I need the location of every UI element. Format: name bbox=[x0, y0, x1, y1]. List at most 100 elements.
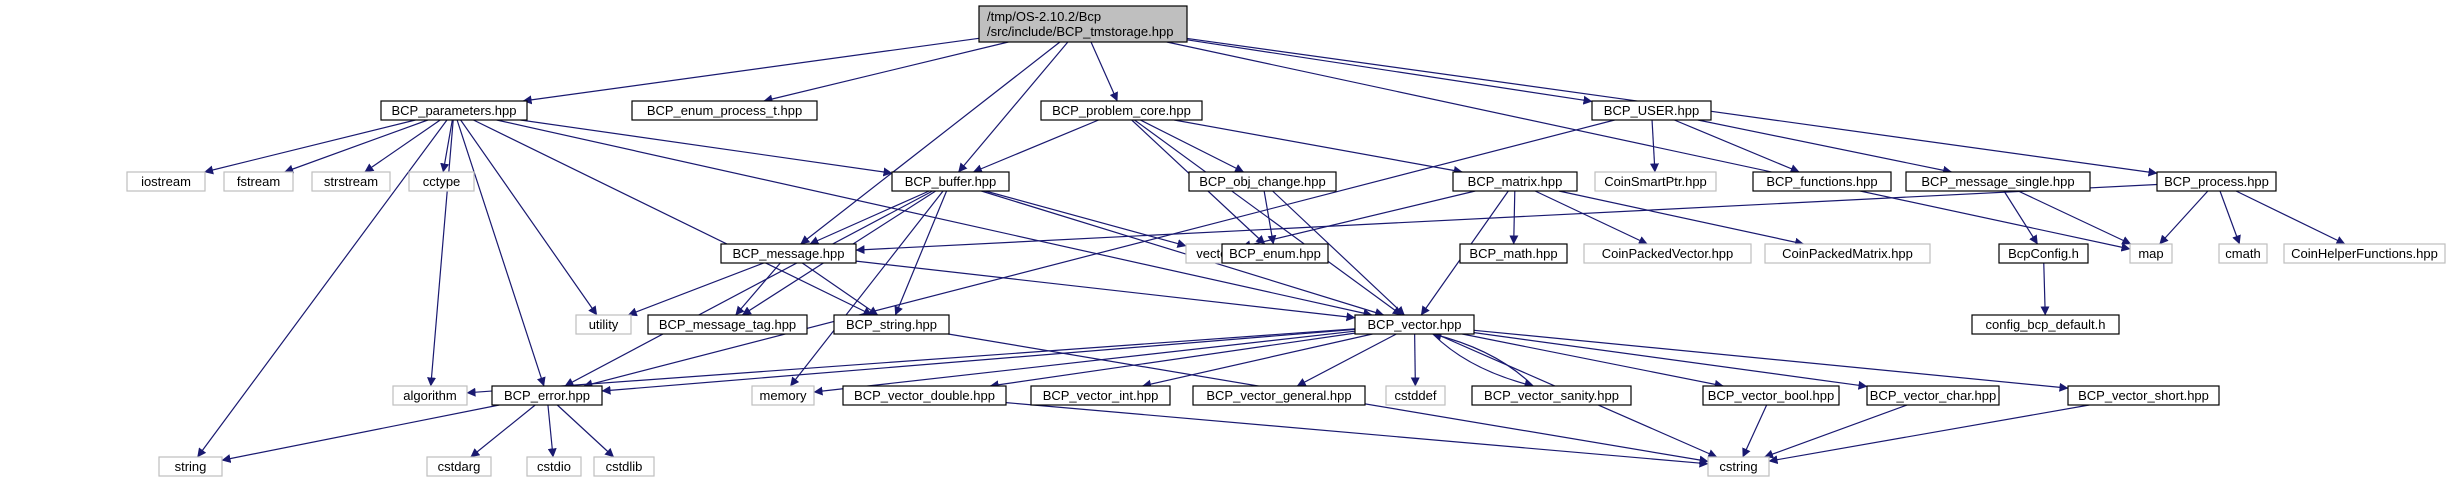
edge-tmstorage-to-problem_core bbox=[1090, 41, 1118, 102]
node-parameters[interactable]: BCP_parameters.hpp bbox=[380, 100, 528, 121]
edge-vector_short-to-cstring bbox=[1768, 404, 2090, 465]
edge-vector_hpp-to-cstddef bbox=[1410, 333, 1420, 387]
node-functions[interactable]: BCP_functions.hpp bbox=[1752, 171, 1892, 192]
node-label: BCP_string.hpp bbox=[846, 317, 937, 332]
node-config-default[interactable]: config_bcp_default.h bbox=[1971, 314, 2120, 335]
edge-vector_hpp-to-vector_bool bbox=[1462, 333, 1724, 389]
node-box bbox=[1583, 243, 1752, 264]
node-buffer[interactable]: BCP_buffer.hpp bbox=[891, 171, 1010, 192]
edge-tmstorage-to-map bbox=[1166, 41, 2131, 252]
node-vector-general[interactable]: BCP_vector_general.hpp bbox=[1192, 385, 1366, 406]
node-label: cstdio bbox=[537, 459, 571, 474]
node-coinhelper: CoinHelperFunctions.hpp bbox=[2283, 243, 2446, 264]
node-box bbox=[1594, 171, 1717, 192]
node-label: BCP_vector_int.hpp bbox=[1043, 388, 1159, 403]
node-label: cstring bbox=[1719, 459, 1757, 474]
edge-vector_hpp-to-vector_double bbox=[989, 332, 1356, 390]
node-vector-char[interactable]: BCP_vector_char.hpp bbox=[1866, 385, 2000, 406]
edge-parameters-to-buffer bbox=[520, 119, 893, 177]
edge-parameters-to-iostream bbox=[204, 119, 416, 175]
node-vector-double[interactable]: BCP_vector_double.hpp bbox=[842, 385, 1007, 406]
node-enum-process-t[interactable]: BCP_enum_process_t.hpp bbox=[631, 100, 818, 121]
node-vector-int[interactable]: BCP_vector_int.hpp bbox=[1030, 385, 1171, 406]
node-process[interactable]: BCP_process.hpp bbox=[2156, 171, 2277, 192]
node-user[interactable]: BCP_USER.hpp bbox=[1591, 100, 1712, 121]
node-label: BCP_vector.hpp bbox=[1368, 317, 1462, 332]
node-string: string bbox=[158, 456, 223, 477]
node-label: CoinPackedVector.hpp bbox=[1602, 246, 1734, 261]
node-coinpackedvector: CoinPackedVector.hpp bbox=[1583, 243, 1752, 264]
edge-obj_change-to-enum bbox=[1263, 190, 1277, 245]
edge-message_single-to-map bbox=[2017, 190, 2132, 245]
edge-buffer-to-string_hpp bbox=[894, 190, 948, 316]
node-label: BcpConfig.h bbox=[2008, 246, 2079, 261]
node-string-hpp[interactable]: BCP_string.hpp bbox=[833, 314, 950, 335]
node-label: strstream bbox=[324, 174, 378, 189]
node-message-tag[interactable]: BCP_message_tag.hpp bbox=[647, 314, 808, 335]
edge-vector_hpp-to-vector_short bbox=[1473, 329, 2069, 392]
edge-process-to-map bbox=[2159, 190, 2209, 245]
node-box bbox=[1702, 385, 1840, 406]
node-vector-sanity[interactable]: BCP_vector_sanity.hpp bbox=[1471, 385, 1632, 406]
node-vector-short[interactable]: BCP_vector_short.hpp bbox=[2067, 385, 2220, 406]
edge-message-to-string_hpp bbox=[801, 262, 879, 316]
edge-error-to-cstdlib bbox=[556, 404, 615, 458]
node-box bbox=[647, 314, 808, 335]
node-label: BCP_vector_short.hpp bbox=[2078, 388, 2209, 403]
edge-parameters-to-error bbox=[456, 119, 546, 387]
node-box bbox=[720, 243, 857, 264]
edge-buffer-to-message bbox=[809, 190, 930, 245]
edge-problem_core-to-matrix bbox=[1174, 119, 1463, 175]
node-box bbox=[1752, 171, 1892, 192]
edge-vector_sanity-to-vector_hpp bbox=[1432, 331, 1534, 387]
edge-tmstorage-to-buffer bbox=[958, 41, 1069, 173]
node-vector-hpp[interactable]: BCP_vector.hpp bbox=[1354, 314, 1475, 335]
edge-message-to-message_tag bbox=[735, 262, 781, 316]
node-label: BCP_USER.hpp bbox=[1604, 103, 1699, 118]
node-box bbox=[2156, 171, 2277, 192]
node-strstream: strstream bbox=[311, 171, 391, 192]
node-enum[interactable]: BCP_enum.hpp bbox=[1221, 243, 1329, 264]
node-box bbox=[631, 100, 818, 121]
node-box bbox=[2067, 385, 2220, 406]
node-box bbox=[1471, 385, 1632, 406]
node-error[interactable]: BCP_error.hpp bbox=[491, 385, 603, 406]
node-message[interactable]: BCP_message.hpp bbox=[720, 243, 857, 264]
node-box bbox=[1192, 385, 1366, 406]
node-box bbox=[891, 171, 1010, 192]
node-label: map bbox=[2138, 246, 2163, 261]
edge-process-to-coinhelper bbox=[2235, 190, 2346, 245]
edge-matrix-to-coinpackedmatrix bbox=[1558, 190, 1805, 247]
node-box bbox=[751, 385, 815, 406]
node-label: cstdlib bbox=[606, 459, 643, 474]
node-math[interactable]: BCP_math.hpp bbox=[1459, 243, 1568, 264]
edge-problem_core-to-vector_hpp bbox=[1134, 119, 1402, 316]
node-obj-change[interactable]: BCP_obj_change.hpp bbox=[1188, 171, 1337, 192]
node-problem-core[interactable]: BCP_problem_core.hpp bbox=[1040, 100, 1203, 121]
node-bcpconfig[interactable]: BcpConfig.h bbox=[1998, 243, 2089, 264]
node-algorithm: algorithm bbox=[392, 385, 468, 406]
edge-parameters-to-fstream bbox=[284, 119, 429, 174]
node-box bbox=[311, 171, 391, 192]
node-matrix[interactable]: BCP_matrix.hpp bbox=[1452, 171, 1578, 192]
node-coinpackedmatrix: CoinPackedMatrix.hpp bbox=[1764, 243, 1931, 264]
node-message-single[interactable]: BCP_message_single.hpp bbox=[1905, 171, 2091, 192]
edge-process-to-message bbox=[855, 183, 2158, 255]
node-box bbox=[408, 171, 475, 192]
edge-tmstorage-to-user bbox=[1186, 39, 1593, 105]
node-box bbox=[1452, 171, 1578, 192]
edge-parameters-to-vector_hpp bbox=[496, 119, 1373, 318]
node-box bbox=[978, 5, 1188, 43]
node-label: cmath bbox=[2225, 246, 2260, 261]
node-box bbox=[593, 456, 655, 477]
node-tmstorage[interactable]: /tmp/OS-2.10.2/Bcp/src/include/BCP_tmsto… bbox=[978, 5, 1188, 43]
edge-vector_hpp-to-algorithm bbox=[466, 328, 1356, 397]
node-label: BCP_message.hpp bbox=[732, 246, 844, 261]
edge-vector_hpp-to-memory bbox=[813, 330, 1356, 396]
edge-matrix-to-vector bbox=[1241, 190, 1476, 250]
edge-parameters-to-string bbox=[197, 119, 448, 458]
node-box bbox=[1459, 243, 1568, 264]
node-label: config_bcp_default.h bbox=[1986, 317, 2106, 332]
node-box bbox=[392, 385, 468, 406]
node-vector-bool[interactable]: BCP_vector_bool.hpp bbox=[1702, 385, 1840, 406]
